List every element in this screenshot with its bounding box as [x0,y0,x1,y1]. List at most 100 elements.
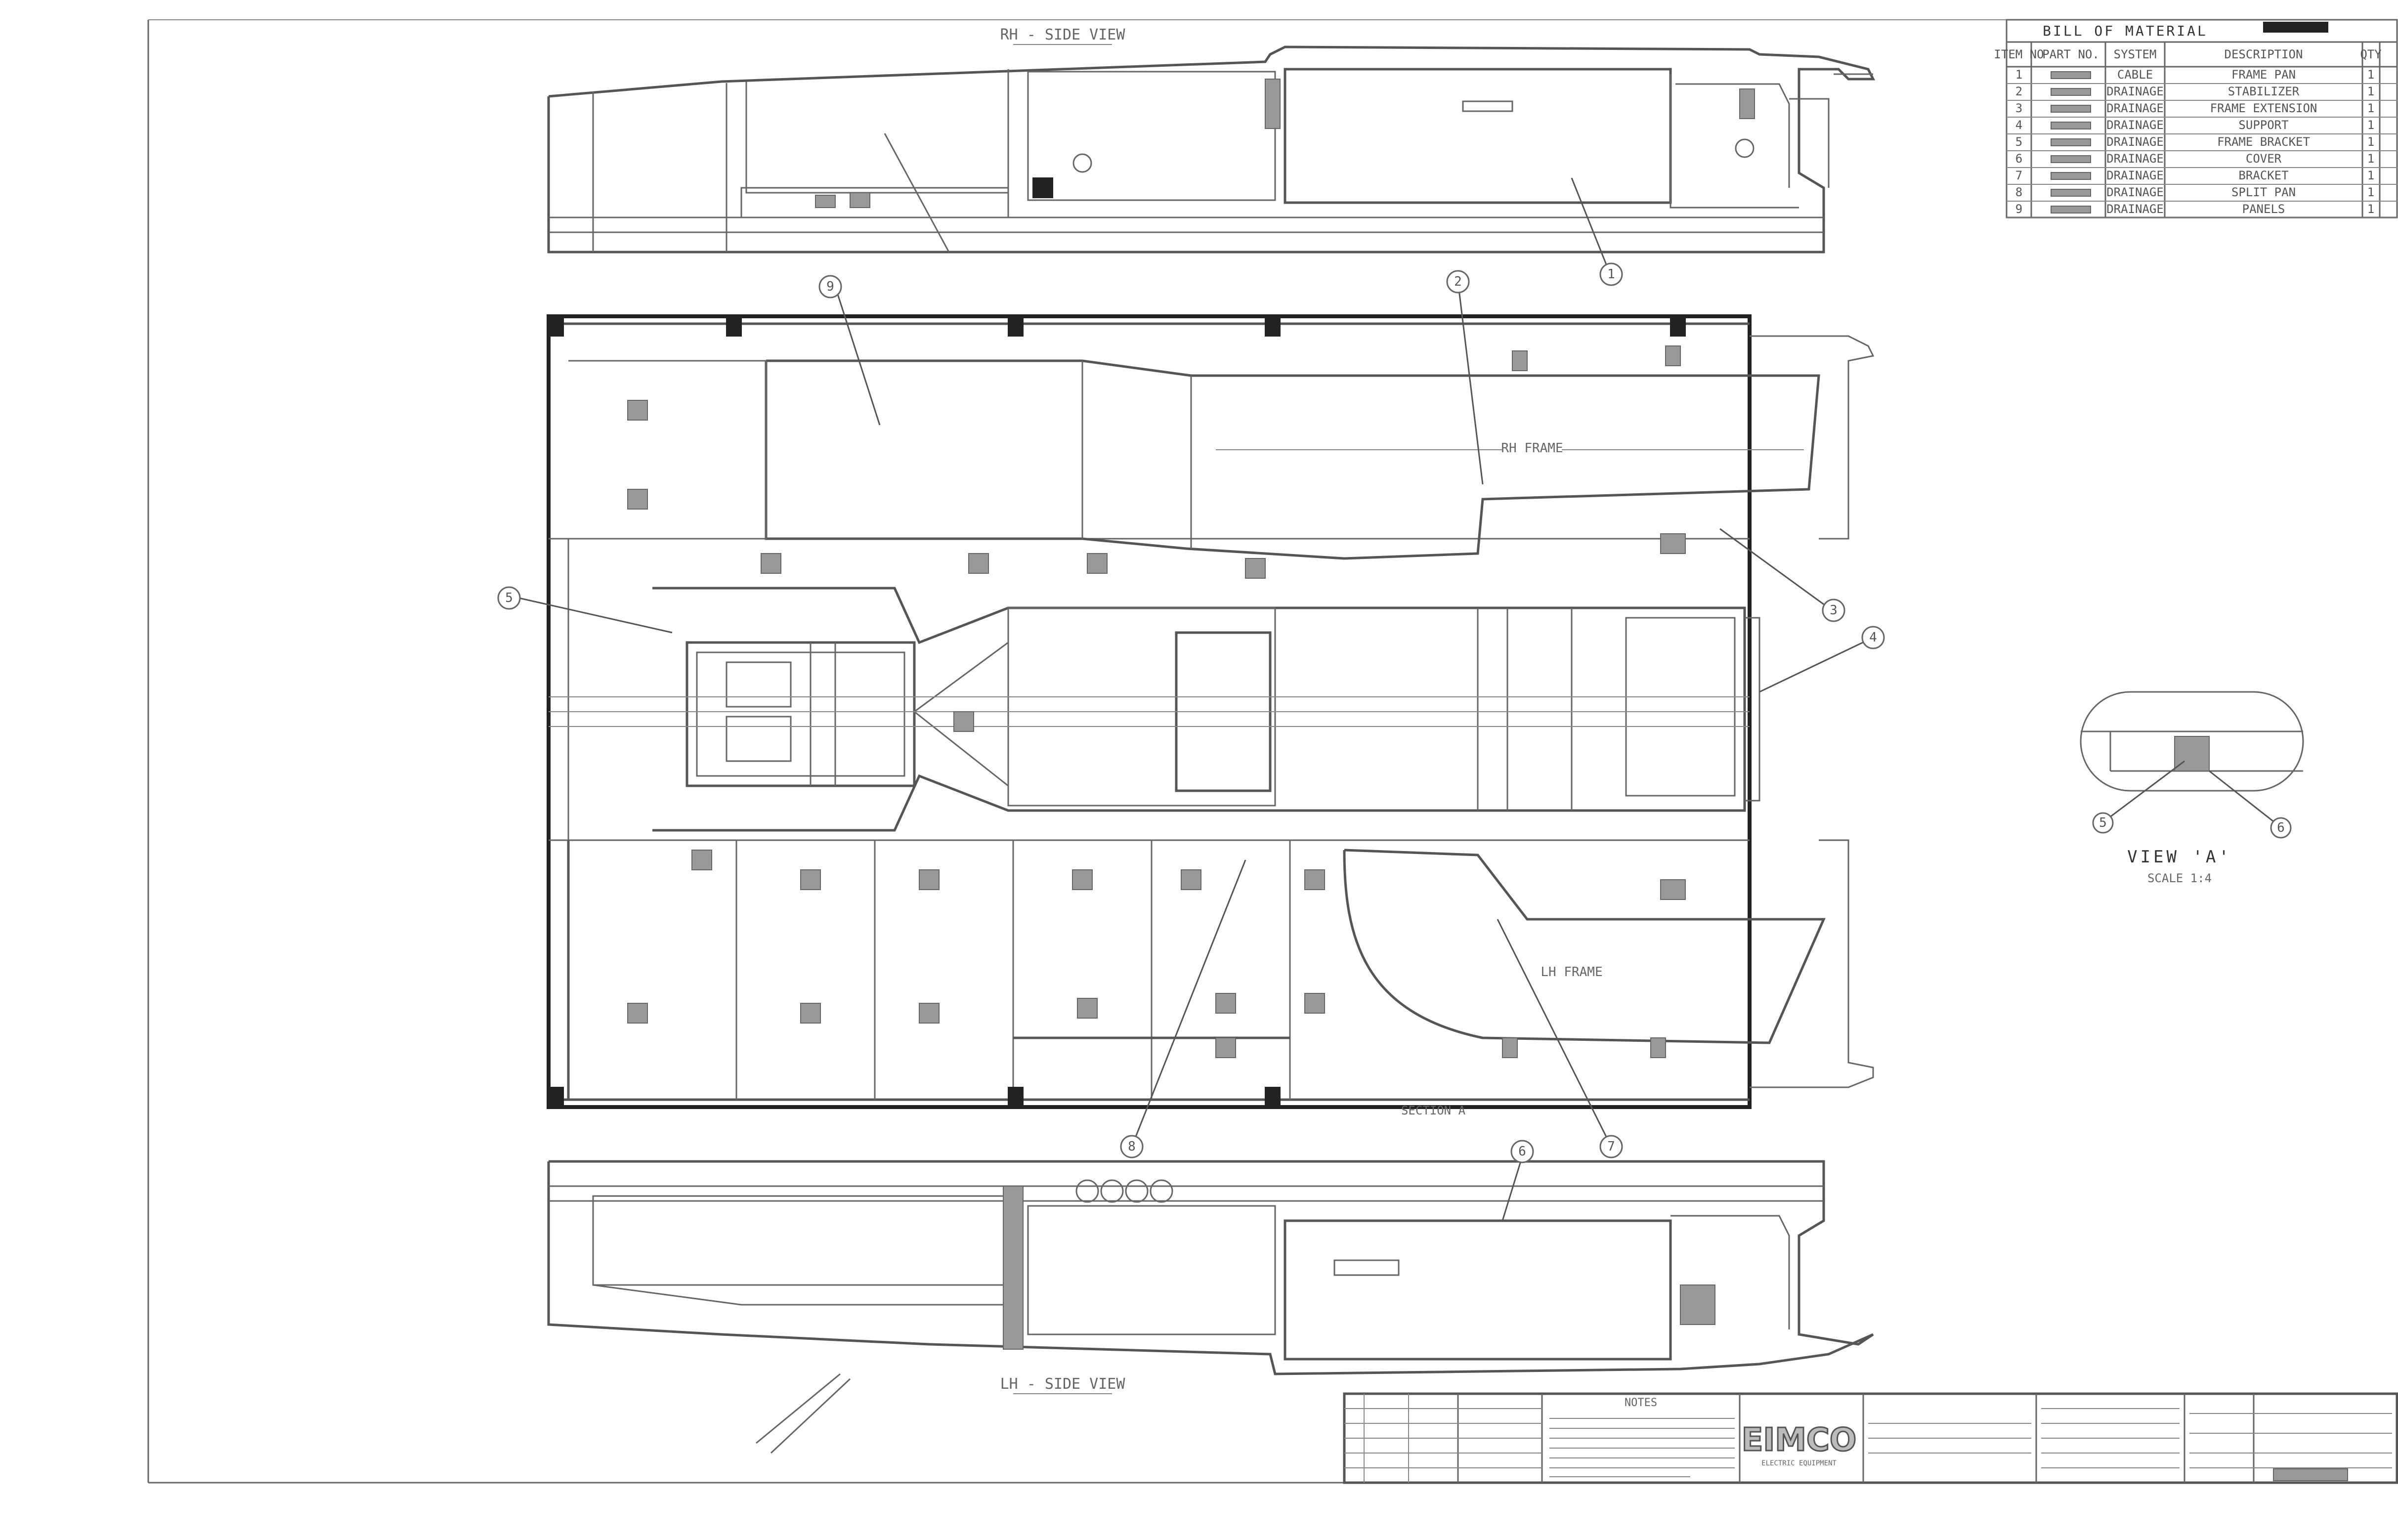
bom-part-no-redacted [2051,155,2091,163]
notes-lines [1549,1418,1735,1477]
balloon-item-6: 6 [1510,1140,1534,1163]
bom-row: 3 DRAINAGE FRAME EXTENSION 1 [2015,101,2374,115]
bom-header-cell: DESCRIPTION [2225,47,2303,61]
title-block: NOTES EIMCO ELECTRIC EQUIPMENT [1343,1392,2398,1484]
bom-cell: 1 [2367,101,2374,115]
svg-text:5: 5 [2099,815,2107,830]
bom-part-no-redacted [2051,122,2091,129]
bom-cell: 2 [2015,85,2022,98]
bom-header-cell: QTY [2360,47,2382,61]
bom-cell: DRAINAGE [2106,169,2164,182]
plan-view: RH FRAME LH FRAME SECTION A [547,314,1875,1117]
balloon-item-8: 8 [1120,1135,1144,1158]
svg-text:7: 7 [1607,1139,1615,1154]
sheet-border [147,19,2397,1484]
view-a-balloon-right: 6 [2270,817,2292,839]
bom-cell: FRAME EXTENSION [2210,101,2317,115]
bom-cell: 3 [2015,101,2022,115]
bom-part-no-redacted [2051,138,2091,146]
notes-title: NOTES [1625,1397,1657,1409]
bom-cell: 1 [2367,202,2374,216]
balloon-item-1: 1 [1599,262,1623,286]
bom-cell: DRAINAGE [2106,202,2164,216]
lh-side-view-label: LH - SIDE VIEW [1000,1375,1126,1393]
view-a-detail: 5 6 VIEW 'A' SCALE 1:4 [2080,691,2304,885]
svg-text:6: 6 [1518,1144,1526,1159]
bom-cell: CABLE [2117,68,2153,82]
svg-text:8: 8 [1128,1139,1136,1154]
bom-cell: 1 [2367,185,2374,199]
bom-row: 4 DRAINAGE SUPPORT 1 [2015,118,2374,132]
title-block-fields [1868,1408,2392,1481]
bom-header-cell: PART NO. [2042,47,2099,61]
rh-side-view: RH - SIDE VIEW [547,26,1876,254]
bom-cell: DRAINAGE [2106,152,2164,166]
bom-cell: PANELS [2242,202,2285,216]
bom-cell: 4 [2015,118,2022,132]
bom-title: BILL OF MATERIAL [2043,23,2208,39]
bom-part-no-redacted [2051,172,2091,180]
bom-part-no-redacted [2051,206,2091,214]
svg-text:4: 4 [1869,630,1877,645]
bom-cell: DRAINAGE [2106,118,2164,132]
plan-fasteners [548,316,1686,1108]
balloon-item-9: 9 [818,275,842,299]
bom-cell: 8 [2015,185,2022,199]
bom-cell: 1 [2367,85,2374,98]
bom-cell: 1 [2367,118,2374,132]
bom-row: 2 DRAINAGE STABILIZER 1 [2015,85,2374,98]
bom-cell: SPLIT PAN [2231,185,2296,199]
bom-cell: 1 [2367,169,2374,182]
eimco-logo-sub: ELECTRIC EQUIPMENT [1761,1459,1837,1467]
svg-text:9: 9 [826,279,834,294]
bom-row: 5 DRAINAGE FRAME BRACKET 1 [2015,135,2374,149]
bom-part-no-redacted [2051,189,2091,197]
bom-cell: STABILIZER [2228,85,2300,98]
bom-cell: 1 [2367,152,2374,166]
svg-text:6: 6 [2277,820,2285,835]
bom-header-cell: SYSTEM [2114,47,2157,61]
svg-text:1: 1 [1607,267,1615,282]
bom-part-no-redacted [2051,105,2091,113]
bom-cell: COVER [2246,152,2282,166]
bom-cell: DRAINAGE [2106,101,2164,115]
bom-cell: 6 [2015,152,2022,166]
bom-cell: 1 [2367,135,2374,149]
svg-text:5: 5 [505,591,513,605]
lh-side-view: LH - SIDE VIEW [547,1160,1874,1454]
bom-cell: SUPPORT [2238,118,2288,132]
view-a-scale: SCALE 1:4 [2147,871,2212,885]
bom-row: 8 DRAINAGE SPLIT PAN 1 [2015,185,2374,199]
eimco-logo: EIMCO [1742,1422,1857,1458]
svg-text:2: 2 [1454,274,1462,289]
balloon-item-3: 3 [1822,599,1845,622]
bom-cell: DRAINAGE [2106,185,2164,199]
view-a-title: VIEW 'A' [2127,847,2232,867]
balloon-item-2: 2 [1446,270,1470,294]
svg-text:3: 3 [1830,603,1838,618]
view-a-balloon-left: 5 [2092,812,2114,834]
balloon-item-5: 5 [497,586,521,610]
bom-cell: 1 [2015,68,2022,82]
bom-cell: DRAINAGE [2106,135,2164,149]
bom-header-cell: ITEM NO [1994,47,2044,61]
callouts: 9 2 1 5 3 4 8 7 6 [497,177,1885,1221]
bom-cell: FRAME BRACKET [2217,135,2310,149]
lower-frame-label: LH FRAME [1541,965,1602,980]
bom-cell: 1 [2367,68,2374,82]
section-note: SECTION A [1401,1104,1466,1117]
bom-cell: 5 [2015,135,2022,149]
bom-part-no-redacted [2051,71,2091,79]
rh-side-view-label: RH - SIDE VIEW [1000,26,1126,43]
bom-part-no-redacted [2051,88,2091,96]
bom-cell: DRAINAGE [2106,85,2164,98]
bom-row: 6 DRAINAGE COVER 1 [2015,152,2374,166]
bom-cell: 7 [2015,169,2022,182]
upper-frame-label: RH FRAME [1501,441,1563,456]
